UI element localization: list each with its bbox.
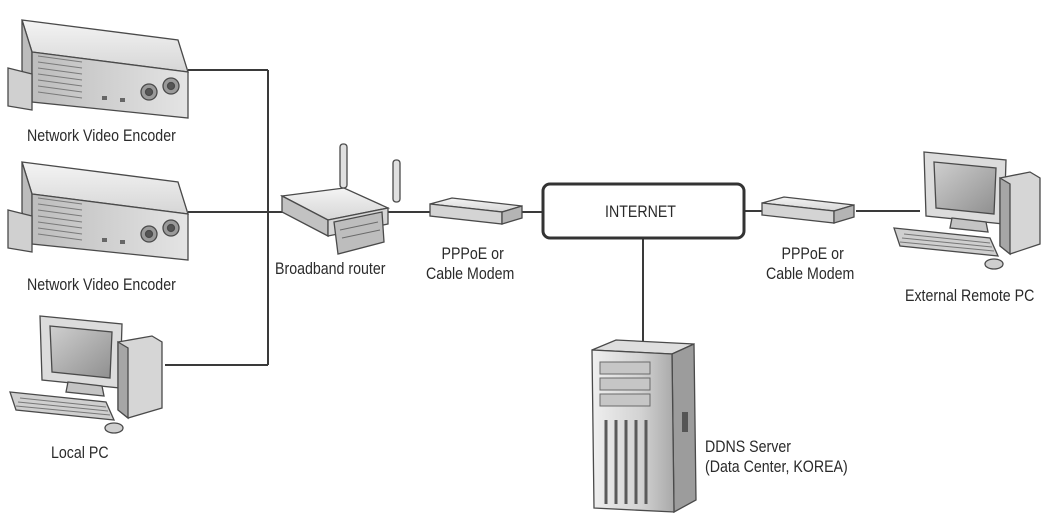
label-ddns-line2: (Data Center, KOREA)	[705, 458, 848, 476]
label-router: Broadband router	[275, 260, 386, 278]
label-modem-left: PPPoE or Cable Modem	[426, 244, 526, 284]
connection-lines	[165, 69, 920, 366]
label-ddns-line1: DDNS Server	[705, 438, 791, 456]
modem-icon	[429, 197, 523, 225]
video-encoder-icon	[7, 161, 189, 261]
tower-server-icon	[591, 339, 697, 514]
label-encoder-1: Network Video Encoder	[27, 127, 176, 145]
label-internet: INTERNET	[605, 203, 676, 221]
internet-cloud-box	[541, 182, 746, 240]
modem-icon	[761, 196, 855, 224]
desktop-pc-icon	[893, 151, 1041, 270]
label-modem-left-line1: PPPoE or	[441, 245, 504, 263]
label-modem-right: PPPoE or Cable Modem	[766, 244, 866, 284]
label-modem-right-line1: PPPoE or	[781, 245, 844, 263]
video-encoder-icon	[7, 19, 189, 119]
label-modem-left-line2: Cable Modem	[426, 265, 515, 283]
label-remote-pc: External Remote PC	[905, 287, 1035, 305]
label-modem-right-line2: Cable Modem	[766, 265, 855, 283]
label-encoder-2: Network Video Encoder	[27, 276, 176, 294]
desktop-pc-icon	[9, 315, 163, 434]
label-local-pc: Local PC	[51, 444, 109, 462]
label-ddns-server: DDNS Server (Data Center, KOREA)	[705, 437, 848, 477]
wireless-router-icon	[279, 143, 401, 255]
